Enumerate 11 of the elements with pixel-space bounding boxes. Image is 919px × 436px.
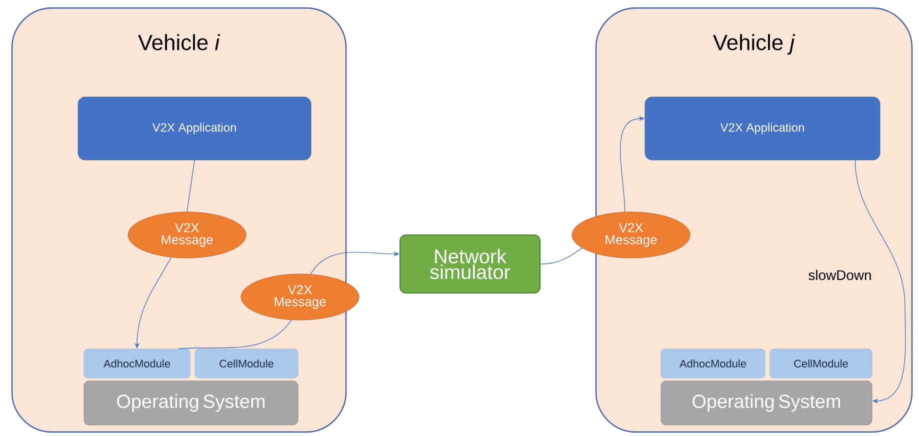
simulator-box: Network simulator [400, 234, 540, 294]
operating-system-box: Operating System [660, 380, 872, 426]
module-box: CellModule [194, 348, 298, 378]
operating-system-box: Operating System [84, 380, 298, 426]
application-box: V2X Application [78, 96, 312, 160]
module-box: AdhocModule [84, 348, 190, 378]
arrow [854, 160, 906, 404]
module-box: CellModule [770, 348, 872, 378]
application-box: V2X Application [644, 96, 880, 160]
edge-label: slowDown [807, 268, 873, 282]
module-box: AdhocModule [660, 348, 766, 378]
